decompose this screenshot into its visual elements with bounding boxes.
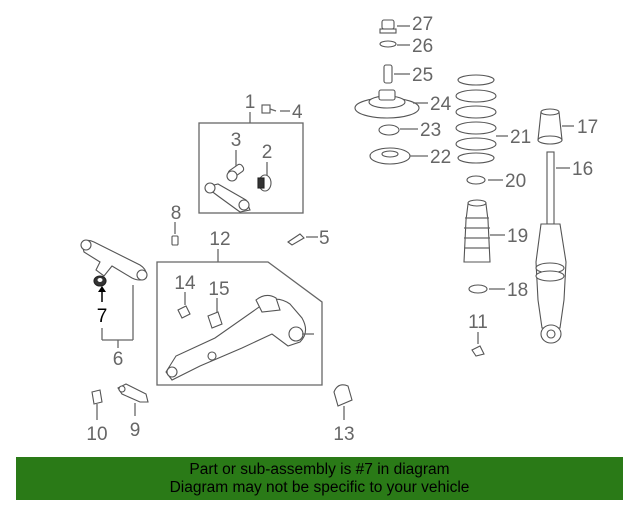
part-3-link [226, 163, 245, 182]
callout-12: 12 [209, 229, 230, 250]
callout-14: 14 [174, 273, 196, 294]
part-20-washer [466, 175, 486, 185]
callout-21: 21 [510, 127, 531, 148]
part-24-mount [354, 89, 420, 119]
part-11-cap [471, 345, 485, 357]
callout-5: 5 [319, 228, 330, 249]
part-27-nut [379, 19, 397, 34]
callout-labels: 1 2 3 4 5 6 7 8 9 10 11 12 13 14 15 16 1… [86, 14, 598, 445]
callout-13: 13 [333, 424, 354, 445]
group-box-1 [198, 122, 304, 214]
part-16-shock-absorber [535, 151, 567, 344]
part-18-washer [468, 284, 488, 294]
part-22-seat [369, 147, 411, 165]
part-9-link [117, 383, 149, 403]
callout-8: 8 [171, 203, 182, 224]
callout-3: 3 [231, 130, 242, 151]
part-13-bracket [333, 384, 353, 407]
part-14-bolt [177, 305, 191, 319]
callout-17: 17 [577, 117, 598, 138]
part-7-bushing [93, 275, 107, 287]
group-box-12 [156, 261, 323, 386]
callout-16: 16 [572, 159, 593, 180]
part-2-bushing [257, 174, 272, 192]
part-15-bracket [207, 311, 223, 329]
callout-24: 24 [430, 94, 452, 115]
callout-22: 22 [430, 147, 451, 168]
part-4-bolt [261, 104, 277, 114]
callout-19: 19 [507, 226, 528, 247]
part-26-washer [379, 40, 397, 48]
part-8-bolt [171, 235, 179, 246]
info-banner: Part or sub-assembly is #7 in diagram Di… [16, 457, 623, 500]
callout-7: 7 [97, 306, 108, 327]
callout-27: 27 [412, 14, 433, 35]
callout-20: 20 [505, 171, 526, 192]
callout-26: 26 [412, 36, 433, 57]
part-19-boot [463, 199, 491, 263]
part-17-bumpstop [537, 108, 563, 145]
callout-2: 2 [262, 142, 273, 163]
callout-11: 11 [468, 312, 488, 333]
callout-6: 6 [113, 349, 124, 370]
callout-1: 1 [245, 92, 256, 113]
part-21-spring [455, 74, 497, 164]
callout-25: 25 [412, 65, 433, 86]
callout-18: 18 [507, 280, 528, 301]
part-5-bolt [287, 233, 305, 246]
callout-4: 4 [292, 102, 303, 123]
callout-10: 10 [86, 424, 107, 445]
banner-line-part: Part or sub-assembly is #7 in diagram [189, 460, 450, 478]
callout-9: 9 [130, 420, 141, 441]
callout-23: 23 [420, 120, 441, 141]
part-6-control-arm [80, 239, 148, 281]
part-10-bolt [91, 389, 103, 405]
part-25-stud [383, 64, 393, 84]
callout-15: 15 [208, 279, 229, 300]
part-23-bushing [378, 124, 400, 136]
banner-line-disclaimer: Diagram may not be specific to your vehi… [169, 478, 470, 496]
parts-diagram: 1 2 3 4 5 6 7 8 9 10 11 12 13 14 15 16 1… [80, 14, 598, 445]
